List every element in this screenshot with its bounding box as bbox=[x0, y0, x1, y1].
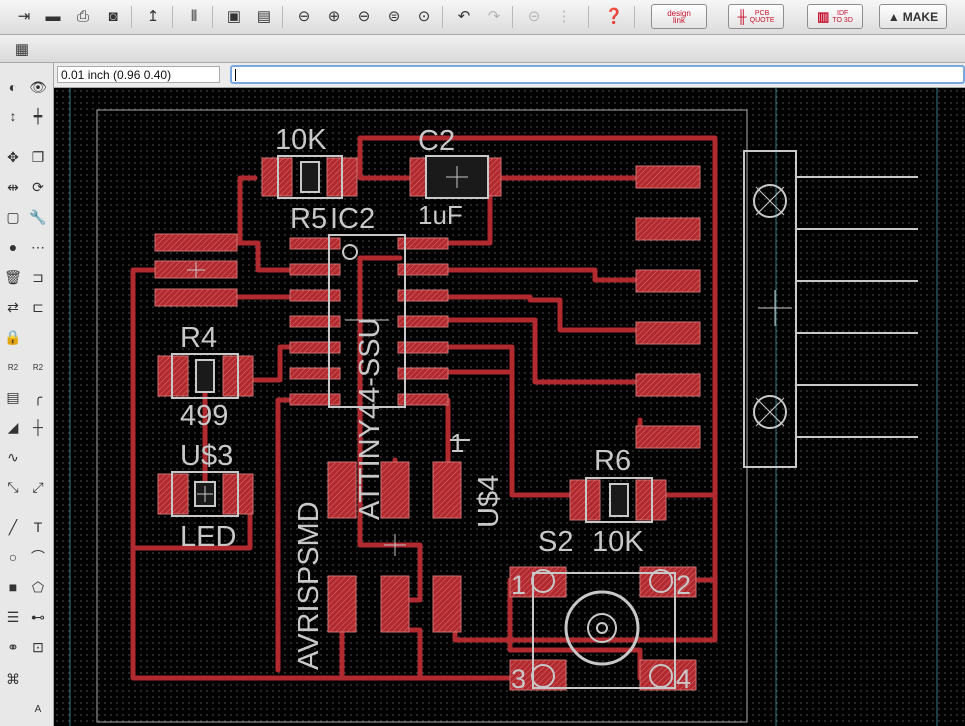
make-button[interactable]: ▲ MAKE bbox=[879, 4, 947, 29]
command-toolbar: ◐ 👁 ↕ ┿ ✥ ❐ ⇹ ⟳ ▢ 🔧 ● ⋯ 🗑 ⊐ ⇄ ⊏ 🔒 R2 R2 … bbox=[0, 63, 54, 726]
pcb-layout[interactable]: 10K R5 IC2 C2 1uF R4 499 U$3 LED R6 S2 1… bbox=[54, 88, 965, 726]
r5-name-label: R5 bbox=[290, 203, 327, 235]
s2-name-label: S2 bbox=[538, 526, 573, 558]
grid-icon[interactable]: ▦ bbox=[14, 41, 30, 58]
show-icon[interactable]: ┿ bbox=[33, 107, 43, 124]
name-icon[interactable]: R2 bbox=[7, 362, 19, 372]
s2-pad2-label: 2 bbox=[676, 570, 691, 600]
ulp-icon[interactable]: ⦀ bbox=[190, 7, 198, 25]
s2-pad1-label: 1 bbox=[511, 570, 526, 600]
main-toolbar: ⇥ ▬ ⎙ ◙ ↥ ⦀ ▣ ▤ ⊖ ⊕ ⊖ ⊜ ⊙ ↶ ↷ ⊝ ⋮ ❓ desi… bbox=[0, 0, 965, 35]
move-icon[interactable]: ✥ bbox=[7, 148, 19, 165]
via-icon[interactable]: ☰ bbox=[6, 608, 20, 625]
coordinate-display: 0.01 inch (0.96 0.40) bbox=[57, 66, 220, 83]
paste-icon[interactable]: ● bbox=[8, 239, 18, 255]
optimize-icon[interactable]: ┼ bbox=[33, 419, 43, 435]
lock-toggle-icon[interactable]: ⊏ bbox=[32, 298, 44, 315]
zoom-in-icon[interactable]: ⊕ bbox=[327, 8, 341, 25]
autodesk-icon: ▲ bbox=[887, 9, 900, 24]
add-icon[interactable]: ⊐ bbox=[32, 268, 44, 285]
c2-value-label: 1uF bbox=[418, 200, 463, 230]
circle-icon[interactable]: ○ bbox=[8, 549, 18, 565]
parameter-toolbar: ▦ bbox=[0, 35, 965, 63]
script-icon[interactable]: ↥ bbox=[146, 8, 160, 25]
pads bbox=[154, 157, 701, 691]
route-icon[interactable]: ⤡ bbox=[7, 478, 19, 495]
r5-value-label: 10K bbox=[275, 124, 327, 156]
led-value-label: LED bbox=[180, 521, 236, 553]
attribute-icon[interactable]: ⊡ bbox=[32, 638, 44, 655]
zoom-redraw-icon[interactable]: ⊜ bbox=[387, 8, 401, 25]
replace-icon[interactable]: ⇄ bbox=[7, 298, 19, 315]
copy-icon[interactable]: ❐ bbox=[31, 148, 45, 165]
board-outline bbox=[96, 109, 748, 723]
zoom-out-icon[interactable]: ⊖ bbox=[357, 8, 371, 25]
redo-icon[interactable]: ↷ bbox=[487, 8, 501, 25]
signal-icon[interactable]: ⊷ bbox=[31, 608, 45, 625]
rect-icon[interactable]: ■ bbox=[8, 579, 18, 595]
help-icon[interactable]: ❓ bbox=[604, 8, 624, 25]
split-icon[interactable]: ◢ bbox=[7, 418, 19, 435]
print-icon[interactable]: ⎙ bbox=[76, 7, 89, 25]
schematic-icon[interactable]: ▣ bbox=[226, 8, 242, 25]
silkscreen bbox=[171, 150, 918, 689]
avr-value-label: AVRISPSMD bbox=[293, 501, 325, 670]
u3-name-label: U$3 bbox=[180, 440, 233, 472]
coordinate-bar: 0.01 inch (0.96 0.40) bbox=[54, 63, 965, 88]
undo-icon[interactable]: ↶ bbox=[457, 8, 471, 25]
delete-icon[interactable]: ⋯ bbox=[31, 238, 45, 255]
r6-value-label: 10K bbox=[592, 526, 644, 558]
meander-icon[interactable]: ∿ bbox=[7, 448, 19, 465]
auto-icon[interactable]: A bbox=[34, 703, 42, 715]
save-icon[interactable]: ▬ bbox=[45, 7, 61, 25]
hole-icon[interactable]: ⚭ bbox=[7, 638, 19, 655]
r4-value-label: 499 bbox=[180, 400, 228, 432]
idf-icon: ▥ bbox=[817, 8, 830, 24]
change-icon[interactable]: 🔧 bbox=[29, 208, 47, 225]
pin1-label: 1 bbox=[450, 428, 464, 458]
go-icon[interactable]: ⋮ bbox=[556, 8, 572, 25]
r6-name-label: R6 bbox=[594, 445, 631, 477]
text-icon[interactable]: T bbox=[33, 519, 43, 535]
u4-name-label: U$4 bbox=[473, 475, 505, 528]
wire-icon[interactable]: ╱ bbox=[8, 518, 18, 535]
rotate-icon[interactable]: ⟳ bbox=[32, 178, 44, 195]
ic-value-label: ATTINY44-SSU bbox=[354, 317, 386, 520]
command-line-input[interactable] bbox=[230, 65, 965, 84]
ratsnest-icon[interactable]: ⌘ bbox=[6, 670, 20, 687]
stop-icon[interactable]: ⊝ bbox=[527, 8, 541, 25]
mark-icon[interactable]: ↕ bbox=[9, 108, 17, 124]
board-canvas[interactable]: 10K R5 IC2 C2 1uF R4 499 U$3 LED R6 S2 1… bbox=[54, 88, 965, 726]
s2-pad4-label: 4 bbox=[676, 664, 691, 694]
value-icon[interactable]: R2 bbox=[32, 362, 44, 372]
make-label: MAKE bbox=[902, 9, 939, 24]
trash-icon[interactable]: 🗑 bbox=[4, 268, 22, 285]
info-icon[interactable]: ◐ bbox=[8, 79, 18, 95]
s2-pad3-label: 3 bbox=[511, 664, 526, 694]
ic2-name-label: IC2 bbox=[330, 203, 375, 235]
smash-icon[interactable]: ▤ bbox=[6, 388, 20, 405]
board-icon[interactable]: ▤ bbox=[256, 8, 272, 25]
open-icon[interactable]: ⇥ bbox=[17, 8, 31, 25]
mirror-icon[interactable]: ⇹ bbox=[7, 178, 19, 195]
group-icon[interactable]: ▢ bbox=[6, 208, 20, 225]
pcb-quote-icon: ╫ bbox=[737, 9, 747, 24]
zoom-area-icon[interactable]: ⊙ bbox=[417, 8, 431, 25]
miter-icon[interactable]: ╭ bbox=[33, 388, 43, 405]
r4-name-label: R4 bbox=[180, 322, 217, 354]
c2-name-label: C2 bbox=[418, 125, 455, 157]
lock-icon[interactable]: 🔒 bbox=[4, 328, 22, 345]
ripup-icon[interactable]: ⤢ bbox=[32, 478, 44, 495]
cam-icon[interactable]: ◙ bbox=[108, 7, 118, 25]
display-icon[interactable]: 👁 bbox=[29, 78, 47, 95]
zoom-fit-icon[interactable]: ⊖ bbox=[297, 8, 311, 25]
board-labels: 10K R5 IC2 C2 1uF R4 499 U$3 LED R6 S2 1… bbox=[180, 124, 691, 694]
arc-icon[interactable]: ⌒ bbox=[31, 549, 45, 565]
polygon-icon[interactable]: ⬠ bbox=[31, 578, 45, 595]
